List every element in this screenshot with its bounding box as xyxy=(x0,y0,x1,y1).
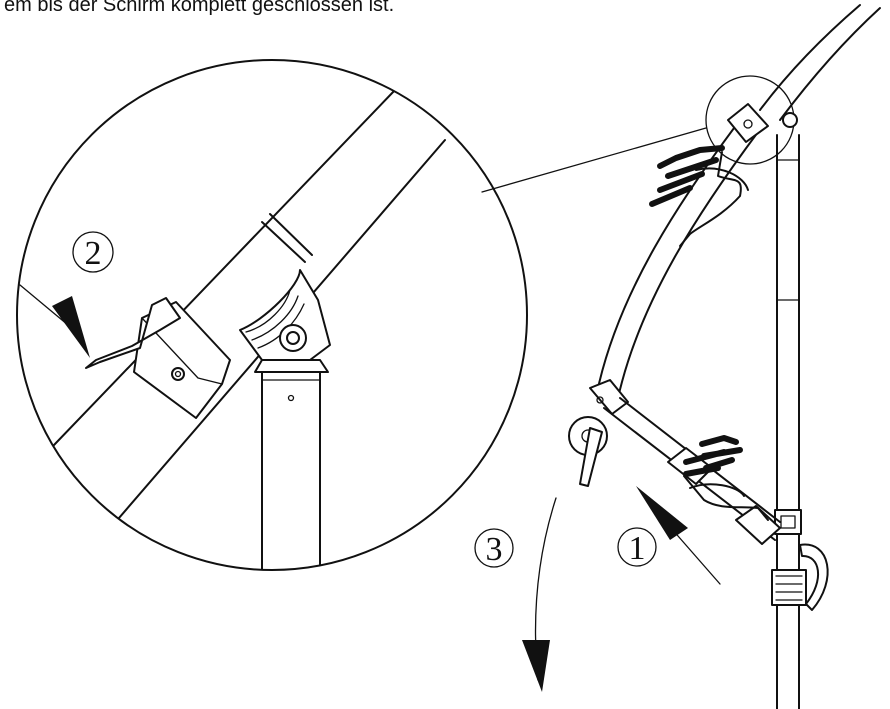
hinge-pivot xyxy=(279,324,307,352)
top-lock-collar xyxy=(727,103,769,143)
arm-ring xyxy=(261,213,313,263)
step-2-marker: 2 xyxy=(72,231,114,273)
step-1-marker: 1 xyxy=(617,527,657,567)
collar-screw xyxy=(171,367,185,381)
push-arrow xyxy=(636,486,721,585)
hand-lower-outline xyxy=(683,475,769,521)
instruction-caption: em bis der Schirm komplett geschlossen i… xyxy=(4,0,395,16)
arm-end-sleeve xyxy=(735,505,781,545)
detail-circle xyxy=(16,59,528,571)
arm-tube-edge-a xyxy=(29,89,396,471)
detail-leader-line xyxy=(481,127,707,193)
canopy-rib-b xyxy=(779,7,881,121)
arm-curve-outer xyxy=(597,119,741,389)
pole-cap xyxy=(254,359,329,373)
canopy-rib-a xyxy=(759,4,861,111)
mid-hinge xyxy=(589,379,629,415)
svg-text:1: 1 xyxy=(629,530,646,567)
hand-icon xyxy=(649,145,749,247)
crank-hook xyxy=(799,543,829,611)
press-arrow-head xyxy=(52,296,90,358)
arm-curve-inner xyxy=(617,131,759,399)
push-arrow-head xyxy=(636,486,688,540)
hand-icon xyxy=(683,435,769,521)
rotate-arrow xyxy=(522,497,557,692)
release-lever xyxy=(85,297,181,369)
detail-view: 2 xyxy=(16,59,707,571)
umbrella-overview: 1 3 xyxy=(474,4,881,709)
press-arrow xyxy=(19,284,90,358)
svg-text:3: 3 xyxy=(486,531,503,568)
pole-screw-hole xyxy=(287,394,295,402)
hand-upper-outline xyxy=(679,151,742,247)
flange-handle xyxy=(579,427,603,487)
step-3-marker: 3 xyxy=(474,528,514,568)
hinge-bracket xyxy=(239,269,331,361)
svg-text:2: 2 xyxy=(85,235,102,272)
rotate-arrow-head xyxy=(522,640,550,692)
top-pivot xyxy=(782,112,798,128)
